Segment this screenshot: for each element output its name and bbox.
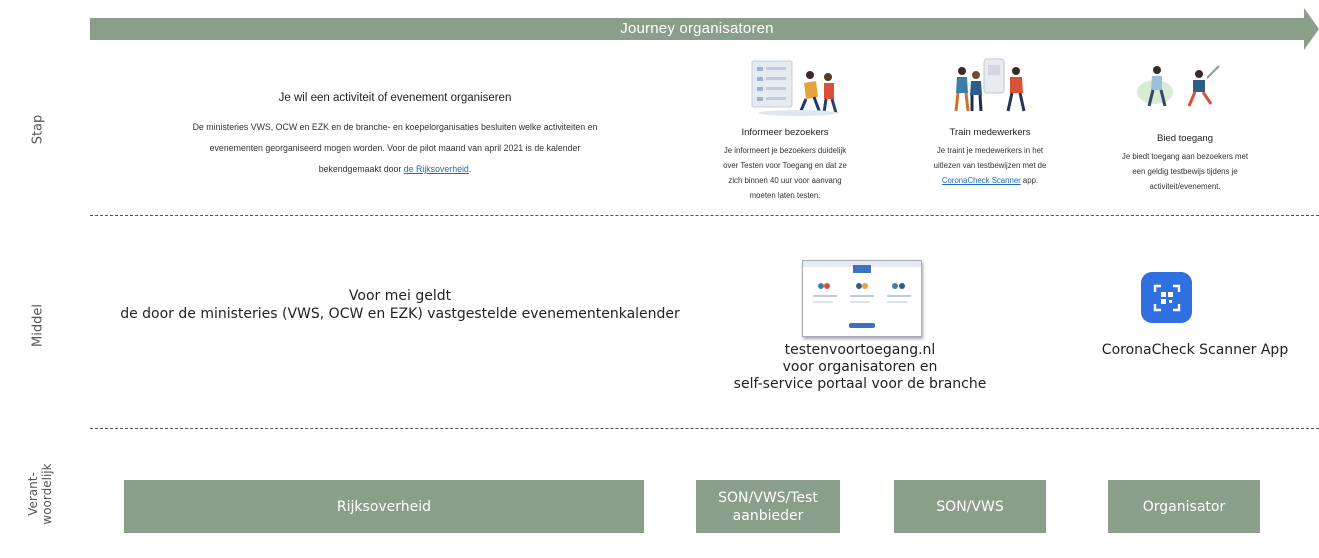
- portal-text: testenvoortoegang.nl voor organisatoren …: [715, 342, 1005, 393]
- responsible-son-test: SON/VWS/Test aanbieder: [696, 480, 840, 533]
- grant-access-illustration: [1137, 65, 1220, 107]
- train-staff-illustration: [954, 58, 1026, 112]
- step-grant-access-text: Je biedt toegang aan bezoekers met een g…: [1090, 149, 1280, 194]
- divider-stap-middel: [90, 215, 1319, 216]
- event-calendar-line2: de door de ministeries (VWS, OCW en EZK)…: [120, 306, 680, 322]
- step-train-staff-line3-suffix: app.: [1020, 176, 1039, 185]
- step-train-staff-line3: CoronaCheck Scanner app.: [905, 173, 1075, 188]
- website-preview-graphic: [803, 261, 921, 328]
- row-label-middel: Middel: [30, 304, 46, 347]
- row-label-verantwoordelijk-line1: Verant-: [26, 472, 40, 516]
- portal-line3: self-service portaal voor de branche: [733, 376, 987, 392]
- step-train-staff: Train medewerkers Je traint je medewerke…: [905, 127, 1075, 188]
- step-grant-access-line2: een geldig testbewijs tijdens je: [1132, 167, 1238, 176]
- stap-description-line3-suffix: .: [468, 164, 472, 174]
- event-calendar-line1: Voor mei geldt: [348, 288, 452, 304]
- qr-scanner-icon: [1153, 284, 1180, 311]
- stap-description-line3-prefix: bekendgemaakt door: [318, 164, 404, 174]
- app-label: CoronaCheck Scanner App: [1101, 342, 1289, 358]
- step-train-staff-title: Train medewerkers: [949, 127, 1031, 138]
- step-train-staff-line1: Je traint je medewerkers in het: [936, 146, 1044, 155]
- row-label-verantwoordelijk: Verant- woordelijk: [26, 449, 54, 539]
- step-grant-access-title: Bied toegang: [1157, 133, 1213, 144]
- website-screenshot-thumbnail: [802, 260, 922, 337]
- stap-description-line2: evenementen georganiseerd mogen worden. …: [209, 143, 581, 153]
- stap-description-line3: bekendgemaakt door de Rijksoverheid.: [95, 159, 695, 180]
- coronacheck-scanner-app-icon: [1141, 272, 1192, 323]
- coronacheck-scanner-link[interactable]: CoronaCheck Scanner: [941, 176, 1021, 185]
- step-inform-visitors: Informeer bezoekers Je informeert je bez…: [700, 127, 870, 203]
- step-inform-visitors-line1: Je informeert je bezoekers duidelijk: [723, 146, 847, 155]
- step-inform-visitors-line4: moeten laten testen.: [749, 191, 821, 200]
- journey-title: Journey organisatoren: [620, 20, 774, 37]
- journey-arrow-head: [1304, 8, 1319, 50]
- step-train-staff-line2: uitlezen van testbewijzen met de: [933, 161, 1047, 170]
- step-inform-visitors-line2: over Testen voor Toegang en dat ze: [723, 161, 847, 170]
- responsible-son-vws-label: SON/VWS: [936, 498, 1004, 515]
- step-inform-visitors-text: Je informeert je bezoekers duidelijk ove…: [700, 143, 870, 203]
- rijksoverheid-link[interactable]: de Rijksoverheid: [403, 164, 469, 174]
- divider-middel-verantwoordelijk: [90, 428, 1319, 429]
- stap-title: Je wil een activiteit of evenement organ…: [278, 92, 512, 104]
- stap-description: De ministeries VWS, OCW en EZK en de bra…: [95, 117, 695, 180]
- responsible-son-vws: SON/VWS: [894, 480, 1046, 533]
- portal-url[interactable]: testenvoortoegang.nl: [784, 342, 936, 358]
- step-inform-visitors-line3: zich binnen 40 uur voor aanvang: [728, 176, 842, 185]
- step-grant-access: Bied toegang Je biedt toegang aan bezoek…: [1090, 133, 1280, 194]
- step-train-staff-text: Je traint je medewerkers in het uitlezen…: [905, 143, 1075, 188]
- row-label-verantwoordelijk-line2: woordelijk: [40, 463, 54, 525]
- stap-description-line1: De ministeries VWS, OCW en EZK en de bra…: [192, 122, 598, 132]
- step-grant-access-line1: Je biedt toegang aan bezoekers met: [1121, 152, 1249, 161]
- journey-banner: Journey organisatoren: [90, 18, 1304, 40]
- responsible-rijksoverheid-label: Rijksoverheid: [336, 498, 432, 515]
- row-label-stap: Stap: [30, 114, 46, 145]
- event-calendar-text: Voor mei geldt de door de ministeries (V…: [85, 287, 715, 323]
- responsible-son-test-line2: aanbieder: [732, 507, 804, 524]
- inform-visitors-illustration: [751, 60, 838, 116]
- responsible-rijksoverheid: Rijksoverheid: [124, 480, 644, 533]
- step-inform-visitors-title: Informeer bezoekers: [741, 127, 829, 138]
- responsible-son-test-line1: SON/VWS/Test: [718, 489, 818, 506]
- responsible-organisator-label: Organisator: [1142, 498, 1226, 515]
- portal-line2: voor organisatoren en: [782, 359, 938, 375]
- responsible-organisator: Organisator: [1108, 480, 1260, 533]
- step-grant-access-line3: activiteit/evenement.: [1149, 182, 1221, 191]
